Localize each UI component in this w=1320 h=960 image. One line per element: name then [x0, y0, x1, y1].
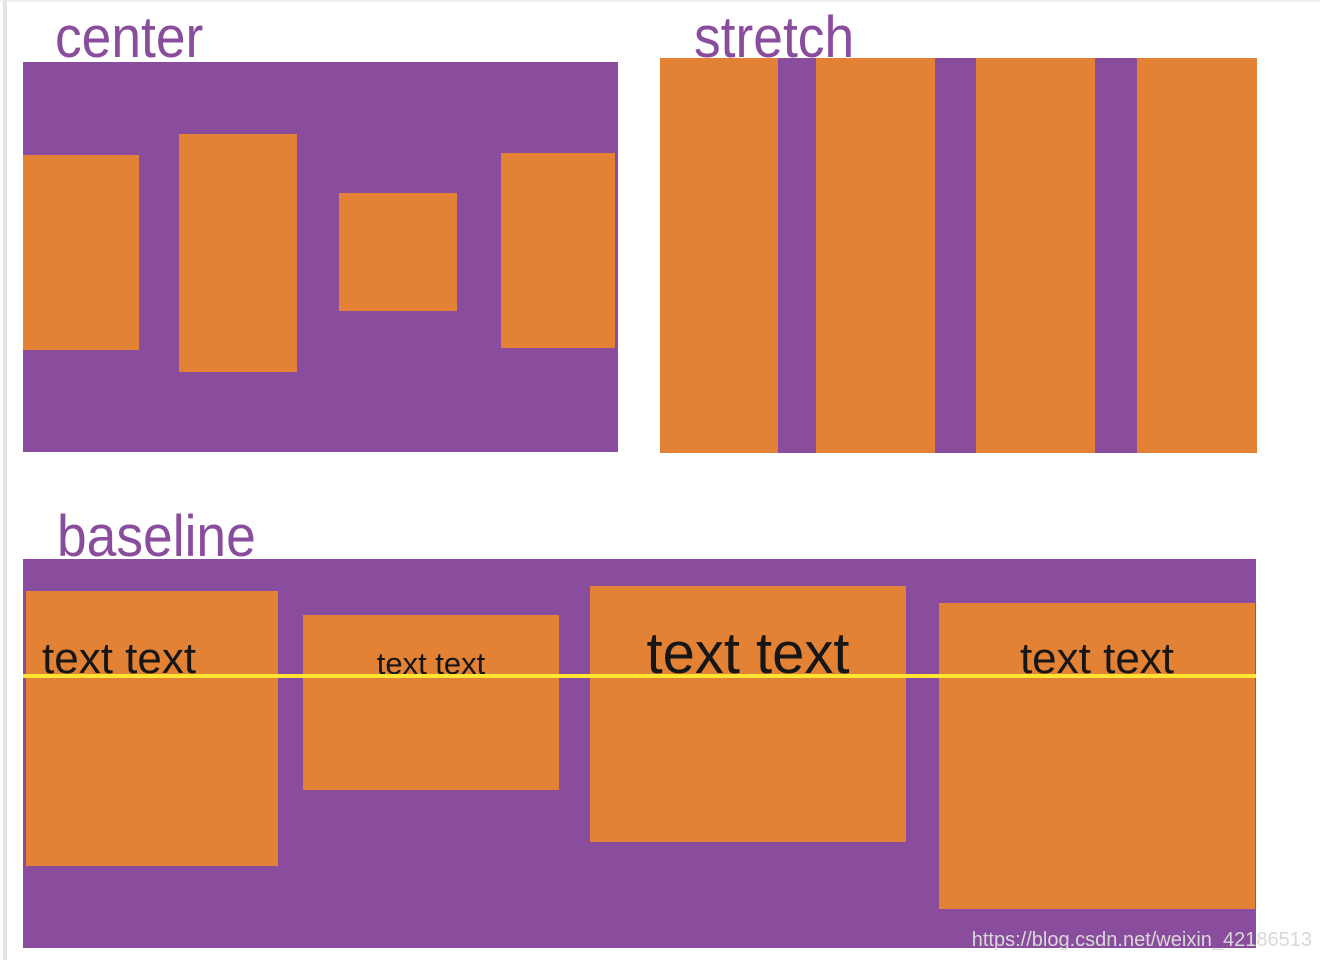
flex-item: text text — [303, 615, 559, 790]
flex-container-baseline: text text text text text text text text — [23, 559, 1256, 948]
flex-item: text text — [939, 603, 1255, 909]
watermark: https://blog.csdn.net/weixin_42186513 — [971, 929, 1312, 951]
baseline-indicator-line — [23, 674, 1256, 678]
section-label-baseline: baseline — [57, 504, 256, 569]
item-text: text text — [42, 634, 197, 683]
section-label-stretch: stretch — [694, 5, 855, 70]
flex-container-stretch — [660, 58, 1257, 453]
flex-item — [1137, 58, 1257, 453]
flex-item: text text — [590, 586, 906, 842]
flex-item — [501, 153, 615, 348]
flex-container-center — [23, 62, 618, 452]
flex-item — [23, 155, 139, 350]
item-text: text text — [376, 646, 486, 681]
item-text: text text — [1019, 634, 1175, 683]
section-label-center: center — [55, 5, 204, 70]
flex-item: text text — [26, 591, 278, 866]
top-border-line — [0, 0, 1320, 2]
flex-item — [339, 193, 457, 311]
flex-item — [179, 134, 297, 372]
flex-item — [660, 58, 778, 453]
left-border-line — [3, 0, 7, 960]
flex-item — [816, 58, 935, 453]
flex-item — [976, 58, 1095, 453]
item-text: text text — [646, 621, 850, 686]
